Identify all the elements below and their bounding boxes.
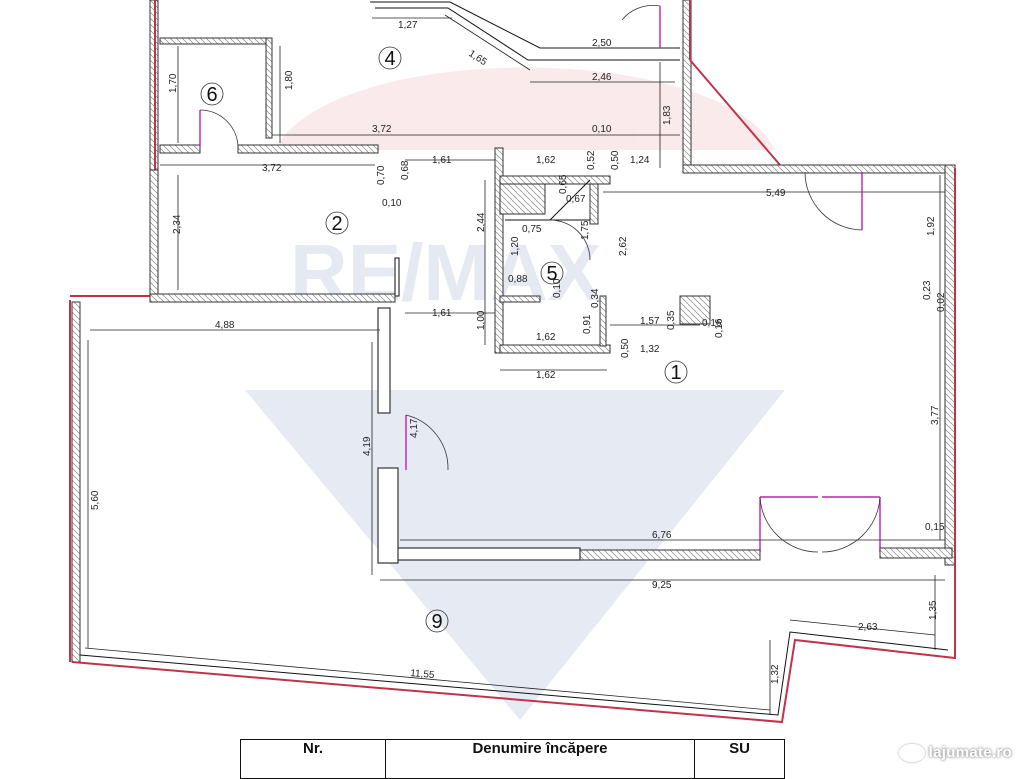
dimension-label: 0,50 (610, 150, 621, 170)
dimension-label: 0,10 (552, 278, 563, 298)
room-number: 9 (431, 611, 442, 633)
dimension-label: 1,83 (662, 105, 673, 125)
watermark-text: lajumate.ro (928, 743, 1012, 761)
room-number: 2 (331, 213, 342, 235)
dimension-label: 2,46 (592, 72, 612, 83)
dimension-label: 1,75 (580, 220, 591, 240)
dimension-label: 1,32 (770, 664, 781, 684)
room-number: 4 (384, 48, 395, 70)
dimension-label: 0,02 (936, 292, 947, 312)
dimension-label: 1,92 (926, 216, 937, 236)
dimension-label: 3,77 (930, 405, 941, 425)
dimension-label: 1,57 (640, 316, 660, 327)
dimension-label: 0,34 (590, 288, 601, 308)
dimension-label: 6,76 (652, 530, 672, 541)
legend-header-su: SU (694, 739, 785, 779)
dimension-label: 3,72 (372, 124, 392, 135)
dimension-label: 1,62 (536, 332, 556, 343)
dimension-labels: 1,27 1,65 2,50 2,46 1,70 1,80 3,72 3,72 … (90, 20, 947, 684)
dimension-label: 2,34 (172, 214, 183, 234)
dimension-label: 0,50 (620, 338, 631, 358)
dimension-label: 5,49 (766, 188, 786, 199)
room-1-area (394, 164, 956, 566)
dimension-label: 0,70 (376, 165, 387, 185)
dimension-label: 1,35 (928, 600, 939, 620)
dimension-label: 0,10 (382, 198, 402, 209)
dimension-label: 0,67 (566, 194, 586, 205)
dimension-label: 1,61 (432, 155, 452, 166)
room-number: 1 (670, 362, 681, 384)
dimension-label: 0,68 (400, 160, 411, 180)
dimension-label: 2,44 (476, 212, 487, 232)
dimension-label: 4,19 (362, 436, 373, 456)
room-legend-table: Nr. Denumire încăpere SU (240, 739, 785, 779)
dimension-label: 1,62 (536, 370, 556, 381)
dimension-label: 0,88 (508, 274, 528, 285)
room-2-area (70, 147, 504, 354)
dimension-label: 9,25 (652, 580, 672, 591)
upper-rooms (149, 0, 781, 301)
room-9-area (69, 300, 956, 724)
dimension-label: 1,20 (510, 236, 521, 256)
room-number: 6 (206, 84, 217, 106)
dimension-label: 1,24 (630, 155, 650, 166)
dimension-label: 1,32 (640, 344, 660, 355)
dimension-label: 0,65 (558, 174, 569, 194)
dimension-label: 1,65 (466, 48, 489, 68)
dimension-label: 1,70 (168, 73, 179, 93)
room-numbers: 1 2 4 5 6 9 (200, 46, 688, 633)
dimension-label: 0,23 (922, 280, 933, 300)
dimension-label: 4,17 (409, 418, 420, 438)
legend-header-room-name: Denumire încăpere (385, 739, 695, 779)
lajumate-logo-icon (898, 744, 925, 762)
dimension-label: 1,62 (536, 155, 556, 166)
dimension-label: 5,60 (90, 490, 101, 510)
dimension-label: 1,80 (284, 70, 295, 90)
dimension-label: 1,00 (476, 310, 487, 330)
room-number: 5 (546, 263, 557, 285)
dimension-label: 2,50 (592, 38, 612, 49)
dimension-label: 11,55 (410, 668, 436, 681)
dimension-label: 3,72 (262, 163, 282, 174)
dimension-label: 0,16 (702, 318, 722, 329)
dimension-label: 0,35 (666, 310, 677, 330)
dimension-label: 0,75 (522, 224, 542, 235)
legend-header-nr: Nr. (240, 739, 386, 779)
dimension-label: 1,61 (432, 308, 452, 319)
dimension-label: 0,10 (592, 124, 612, 135)
dimension-label: 0,91 (582, 314, 593, 334)
dimension-label: 1,27 (398, 20, 418, 31)
dimension-label: 2,62 (618, 236, 629, 256)
dimension-label: 0,16 (714, 318, 725, 338)
dimension-label: 2,63 (858, 622, 878, 633)
room-5-area (484, 175, 711, 371)
dimension-label: 4,88 (215, 320, 235, 331)
dimension-label: 0,52 (586, 150, 597, 170)
dimension-label: 0,15 (925, 522, 945, 533)
lajumate-watermark: lajumate.ro (898, 743, 1012, 762)
